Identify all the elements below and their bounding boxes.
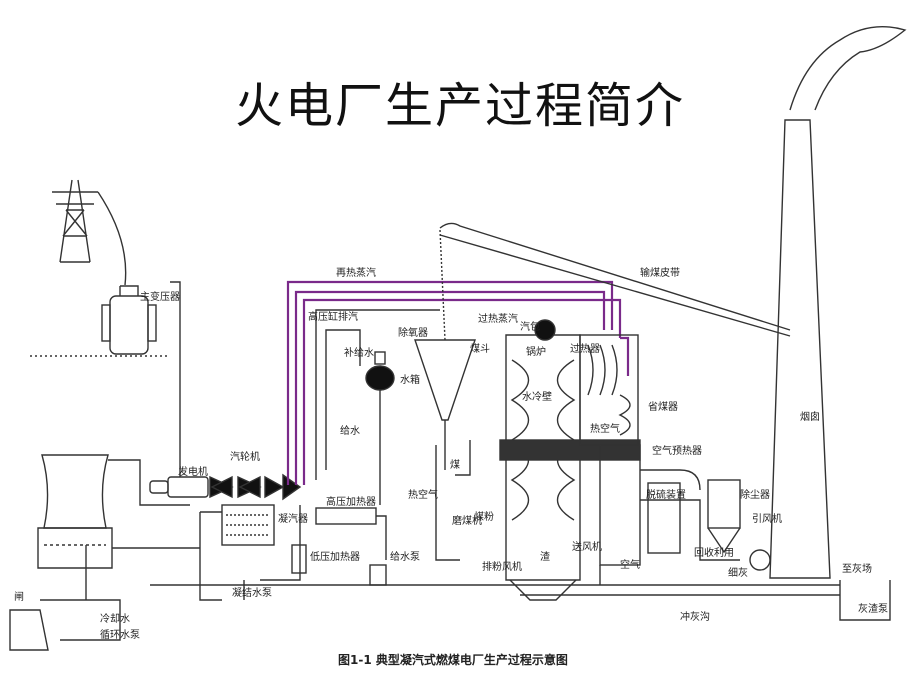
label-circ-pump: 循环水泵 <box>100 628 140 641</box>
label-deaerator: 除氧器 <box>398 326 428 339</box>
label-chimney: 烟囱 <box>800 410 820 423</box>
label-makeup-water: 补给水 <box>344 346 374 359</box>
label-hp-heater: 高压加热器 <box>326 495 376 508</box>
label-ash-channel: 冲灰沟 <box>680 610 710 623</box>
heat-exchanger-column <box>579 334 641 566</box>
air-ducts <box>435 440 740 585</box>
transmission-tower-icon <box>52 179 127 286</box>
label-main-transformer: 主变压器 <box>140 290 180 303</box>
diagram-labels: 主变压器 再热蒸汽 输煤皮带 高压缸排汽 除氧器 补给水 水箱 煤斗 过热蒸汽 … <box>14 266 888 667</box>
boiler <box>499 319 641 601</box>
water-intake <box>9 545 121 651</box>
deaerator <box>365 351 395 505</box>
label-boiler: 锅炉 <box>526 346 546 358</box>
label-induced-fan: 引风机 <box>752 512 782 525</box>
label-generator: 发电机 <box>178 465 208 478</box>
coal-hopper <box>414 222 791 470</box>
label-coal: 煤 <box>450 458 460 471</box>
label-hot-air-2: 热空气 <box>408 488 438 501</box>
generator <box>149 281 209 498</box>
label-turbine: 汽轮机 <box>230 450 260 463</box>
label-economizer: 省煤器 <box>648 400 678 413</box>
label-coal-mill: 磨煤机 <box>452 514 482 527</box>
label-feed-water: 给水 <box>340 424 360 437</box>
label-forced-fan: 送风机 <box>572 540 602 553</box>
condenser <box>199 504 275 601</box>
main-transformer <box>30 285 170 357</box>
label-dust-collector: 除尘器 <box>740 488 770 501</box>
slide-title: 火电厂生产过程简介 <box>234 78 685 134</box>
label-superheater: 过热器 <box>570 342 600 355</box>
label-feed-pump: 给水泵 <box>390 550 420 563</box>
label-hot-air: 热空气 <box>590 422 620 435</box>
ground-lines <box>150 580 891 621</box>
label-ash-pump: 灰渣泵 <box>858 602 888 615</box>
hp-heater <box>315 507 387 586</box>
label-hp-cylinder-exhaust: 高压缸排汽 <box>308 310 358 323</box>
label-drum: 汽包 <box>520 320 540 333</box>
desulfurization-unit <box>647 482 681 554</box>
dust-collector <box>707 479 771 571</box>
label-air-preheater: 空气预热器 <box>652 444 702 457</box>
label-reheat-steam: 再热蒸汽 <box>336 266 376 279</box>
label-water-tank: 水箱 <box>400 373 420 386</box>
cooling-tower <box>37 454 200 569</box>
label-fly-ash: 细灰 <box>728 566 748 579</box>
label-coal-belt: 输煤皮带 <box>640 266 680 279</box>
label-superheated-steam: 过热蒸汽 <box>478 312 518 325</box>
chimney <box>769 25 907 579</box>
label-ash-yard: 至灰场 <box>842 562 872 575</box>
steam-turbine <box>209 473 302 501</box>
label-exhaust-fan: 排粉风机 <box>482 560 522 573</box>
label-lp-heater: 低压加热器 <box>310 550 360 563</box>
label-condenser: 凝汽器 <box>278 512 308 525</box>
label-air: 空气 <box>620 558 640 571</box>
label-pulverized-coal: 煤粉 <box>474 510 494 523</box>
label-coal-hopper: 煤斗 <box>470 342 490 355</box>
feed-water-lines <box>243 309 440 600</box>
label-condensate-pump: 凝结水泵 <box>232 586 272 599</box>
label-cooling-water: 冷却水 <box>100 612 130 625</box>
figure-caption: 图1-1 典型凝汽式燃煤电厂生产过程示意图 <box>338 652 568 667</box>
steam-lines <box>286 280 630 485</box>
label-gate: 闸 <box>14 590 24 603</box>
label-water-wall: 水冷壁 <box>522 390 552 403</box>
label-desulfurization: 脱硫装置 <box>646 488 686 501</box>
lp-heater <box>291 544 307 574</box>
label-slag: 渣 <box>540 550 550 563</box>
label-recycle: 回收利用 <box>694 546 734 559</box>
